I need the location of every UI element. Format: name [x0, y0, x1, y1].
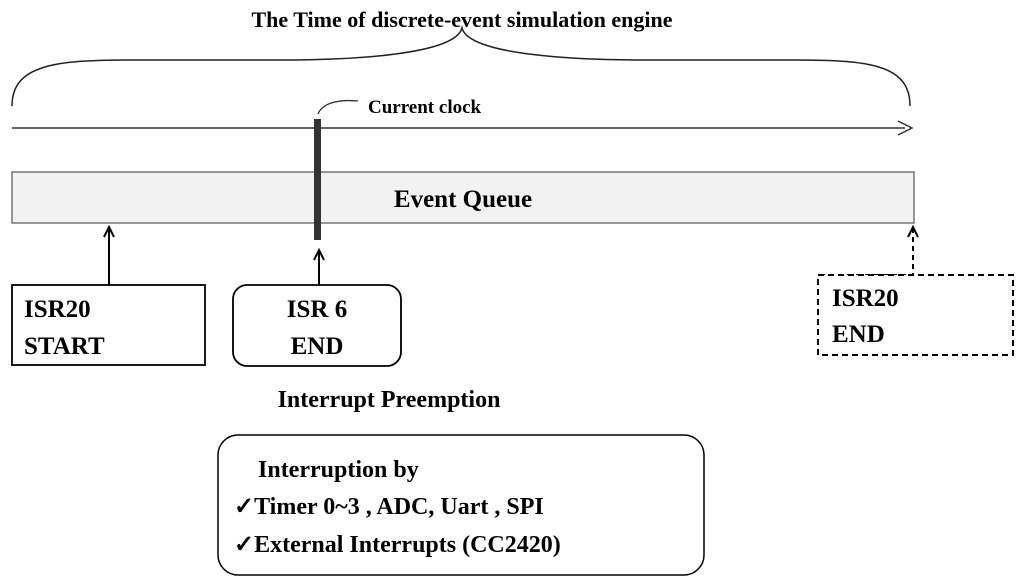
- event-isr20-end-line2: END: [832, 321, 885, 348]
- event-isr6-end-line2: END: [291, 333, 344, 360]
- current-clock-callout: [317, 99, 359, 115]
- time-span-brace: [11, 25, 911, 107]
- event-box-isr20-end: [817, 274, 1014, 356]
- event-isr20-start-line1: ISR20: [24, 296, 91, 323]
- event-box-isr20-start: [11, 284, 206, 366]
- event-queue-label: Event Queue: [394, 186, 532, 213]
- interruption-sources-box: [217, 434, 705, 576]
- isr20-end-dashed-arrow: [820, 229, 914, 276]
- interruption-by-label: Interruption by: [258, 457, 419, 483]
- isr20-start-arrowhead: [103, 224, 115, 238]
- interruption-source-timers: ✓Timer 0~3 , ADC, Uart , SPI: [234, 494, 544, 520]
- event-isr6-end-line1: ISR 6: [287, 296, 347, 323]
- isr20-end-arrowhead: [907, 224, 919, 238]
- isr6-end-arrowhead: [313, 247, 325, 261]
- current-clock-marker: [314, 119, 321, 240]
- interruption-source-external: ✓External Interrupts (CC2420): [234, 532, 561, 558]
- current-clock-label: Current clock: [368, 97, 482, 118]
- event-isr20-start-line2: START: [24, 333, 105, 360]
- interrupt-preemption-heading: Interrupt Preemption: [278, 387, 501, 413]
- event-queue-bar: [11, 171, 915, 224]
- time-axis-arrowhead: [897, 120, 914, 136]
- event-box-isr6-end: [232, 284, 402, 367]
- event-isr20-end-line1: ISR20: [832, 285, 899, 312]
